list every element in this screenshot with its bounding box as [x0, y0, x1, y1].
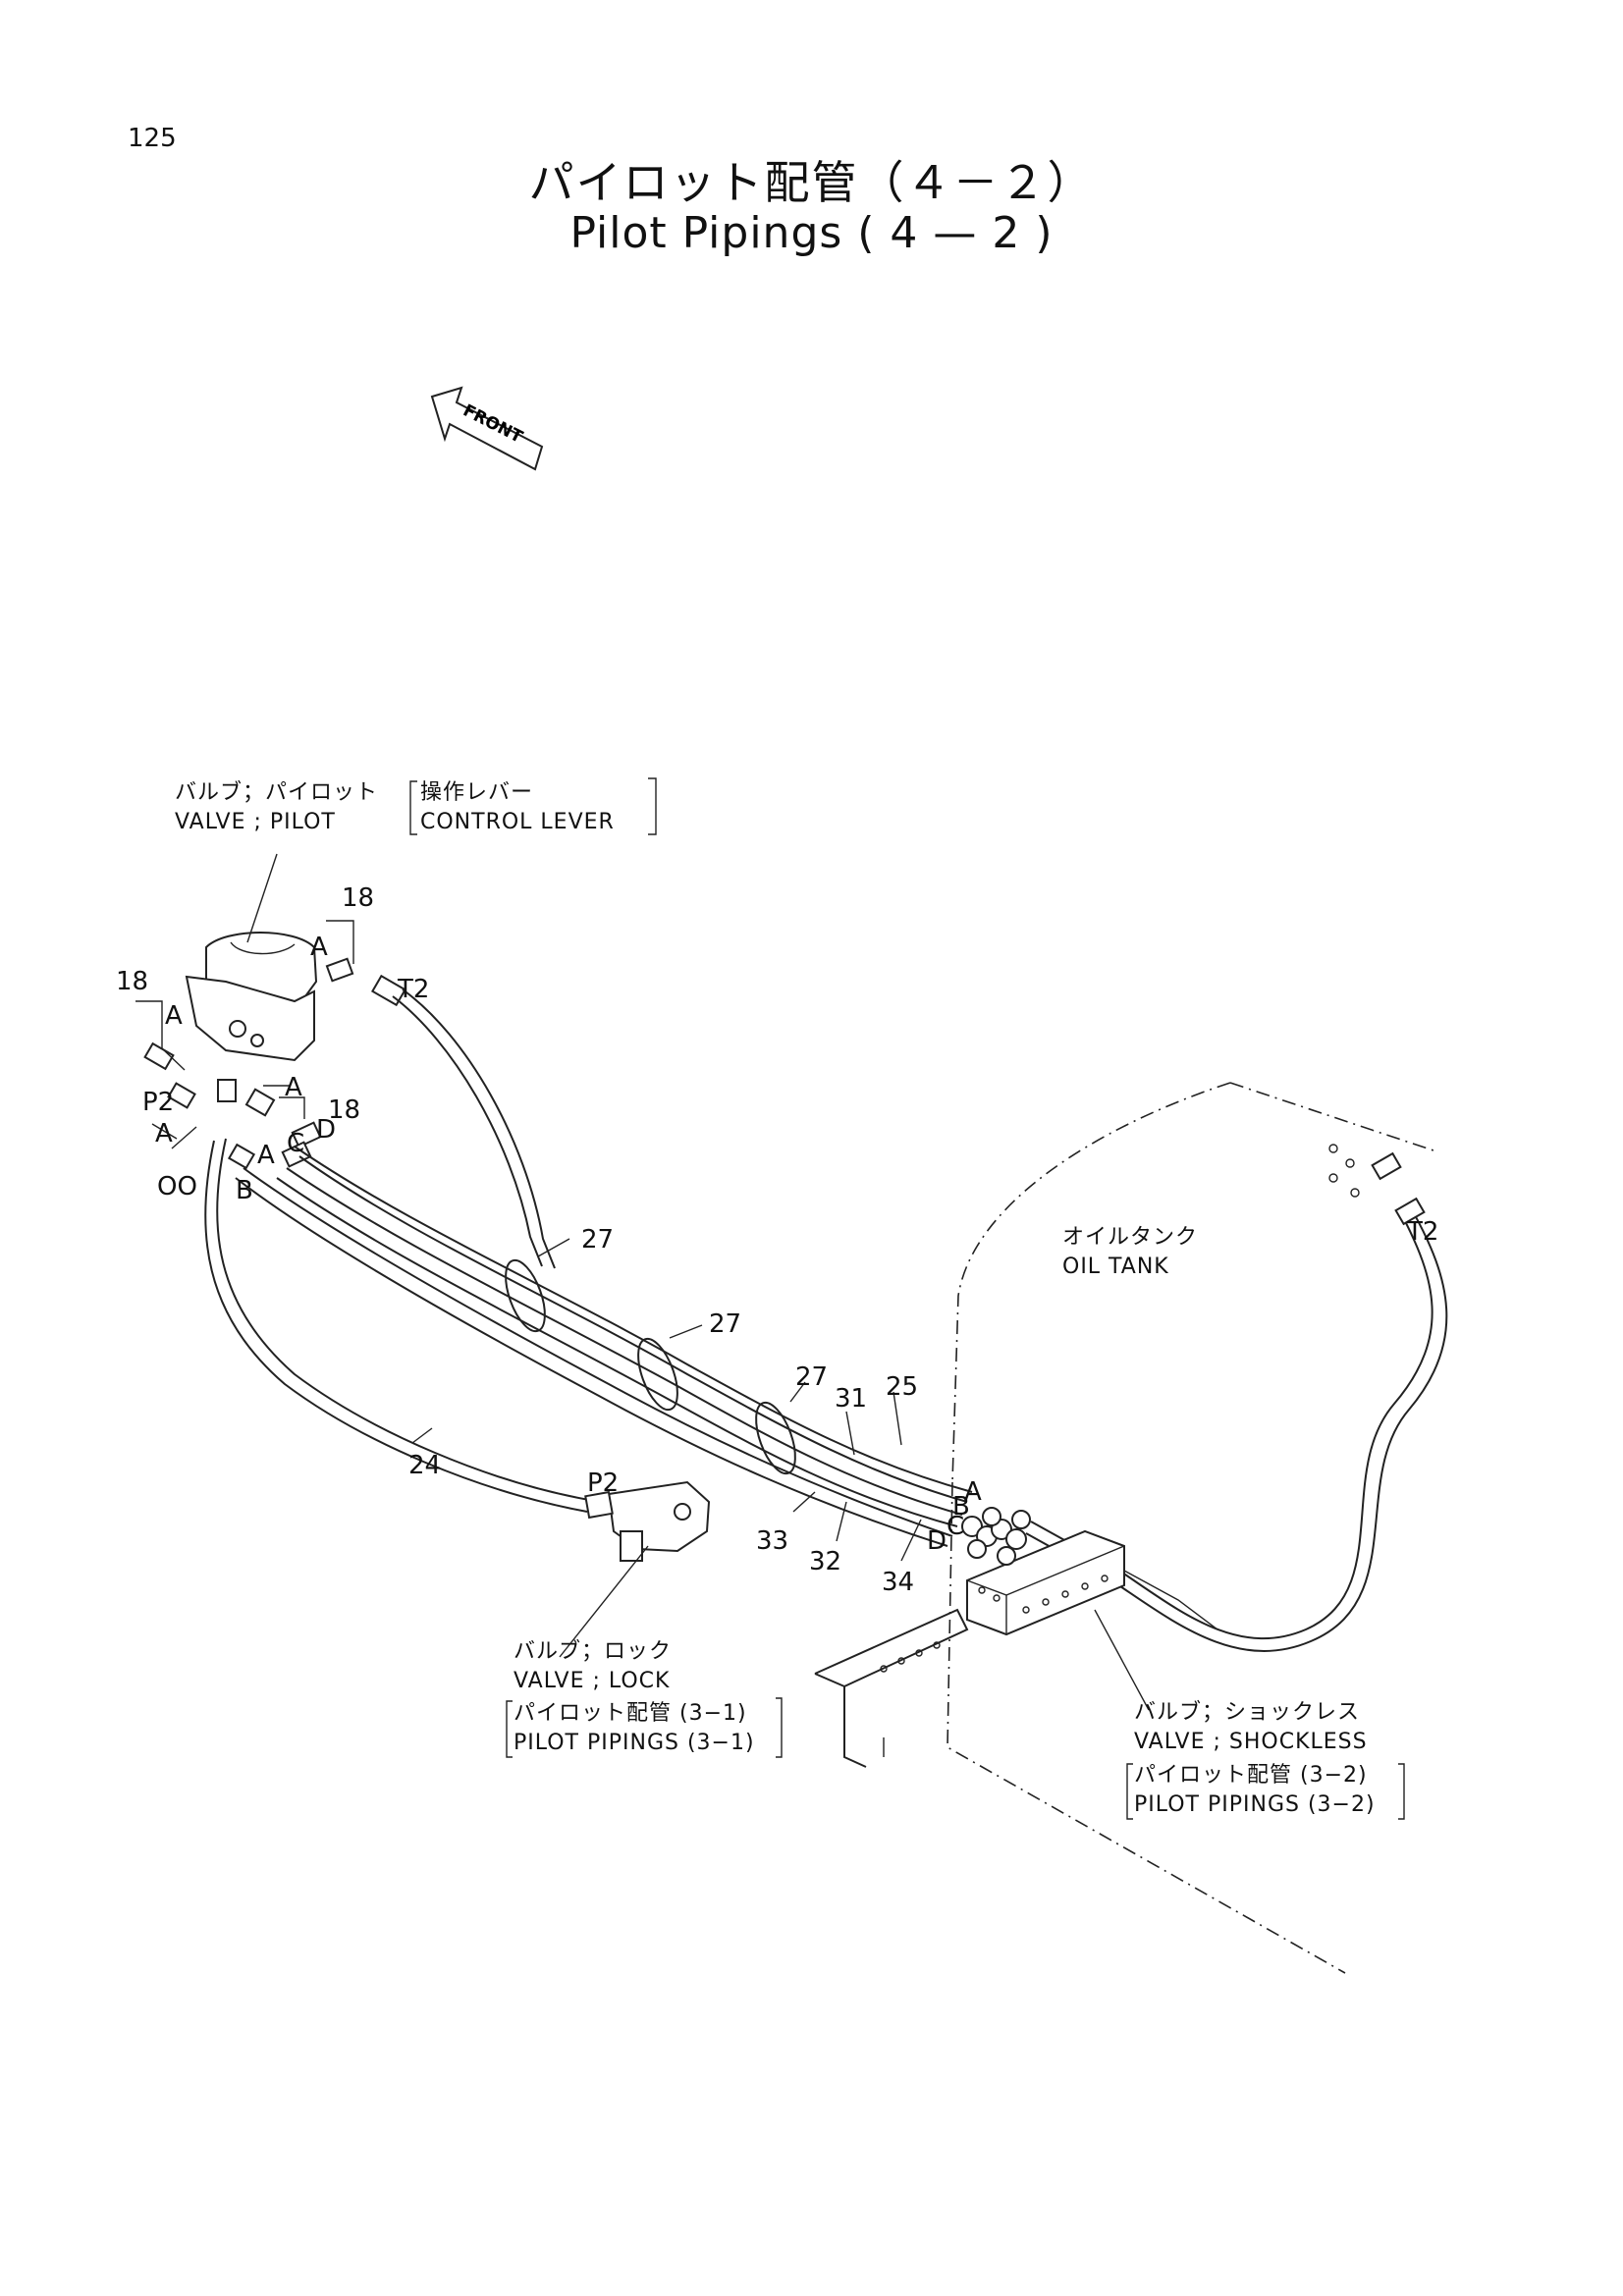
block-fittings [961, 1507, 1031, 1566]
callout-18: 18 [116, 967, 149, 996]
mounting-bracket [814, 1608, 969, 1768]
control-lever-label-jp: 操作レバー [420, 780, 534, 805]
callout-18: 18 [328, 1095, 361, 1125]
callout-d: D [927, 1526, 947, 1556]
callout-a: A [964, 1477, 982, 1507]
hose-bundle [235, 988, 973, 1547]
callout-24: 24 [408, 1451, 442, 1480]
callout-33: 33 [756, 1526, 789, 1556]
valve-lock-label-en: VALVE ; LOCK [514, 1669, 671, 1693]
callout-a: A [155, 1119, 173, 1148]
oil-tank-label-en: OIL TANK [1062, 1255, 1169, 1279]
pilot-valve-body [185, 932, 318, 1062]
callout-oo: OO [157, 1172, 197, 1201]
page-title-english: Pilot Pipings ( 4 — 2 ) [569, 208, 1054, 258]
hose-t2-tank [1025, 1212, 1448, 1652]
hose-24 [204, 1138, 590, 1513]
callout-t2: T2 [1407, 1217, 1439, 1247]
part-number-leaders [792, 1391, 922, 1562]
callout-25: 25 [886, 1372, 919, 1402]
callout-27: 27 [581, 1225, 615, 1255]
callout-32: 32 [809, 1547, 842, 1576]
callout-brackets [135, 920, 354, 1149]
pilot-pipings-3-1-label-jp: パイロット配管 (3−1) [514, 1701, 747, 1726]
callout-27: 27 [795, 1362, 829, 1392]
callout-c: C [287, 1129, 305, 1158]
callout-b: B [952, 1492, 970, 1522]
pilot-valve-fittings [143, 957, 406, 1170]
callout-27: 27 [709, 1309, 742, 1339]
callout-b: B [236, 1176, 253, 1205]
control-lever-label-en: CONTROL LEVER [420, 810, 615, 834]
callout-p2: P2 [587, 1468, 620, 1498]
callout-34: 34 [882, 1568, 915, 1597]
valve-lock-label-jp: バルブ；ロック [514, 1639, 673, 1664]
tank-fittings [1328, 1144, 1426, 1226]
valve-pilot-label-en: VALVE ; PILOT [175, 810, 336, 834]
hose-clamps [505, 1238, 806, 1475]
callout-a: A [310, 933, 328, 962]
valve-shockless-label-jp: バルブ；ショックレス [1134, 1700, 1361, 1725]
shockless-valve-block [966, 1529, 1150, 1711]
callout-a: A [257, 1141, 275, 1170]
callout-a: A [285, 1073, 302, 1102]
callout-d: D [316, 1115, 337, 1145]
callout-t2: T2 [398, 975, 430, 1004]
valve-shockless-label-en: VALVE ; SHOCKLESS [1134, 1730, 1368, 1754]
page-number: 125 [128, 124, 177, 153]
callout-c: C [947, 1512, 965, 1541]
callout-p2: P2 [142, 1088, 175, 1117]
callout-18: 18 [342, 883, 375, 913]
oil-tank-label-jp: オイルタンク [1062, 1225, 1199, 1250]
pilot-pipings-3-2-label-en: PILOT PIPINGS (3−2) [1134, 1792, 1376, 1817]
lock-valve-body [559, 1480, 711, 1658]
valve-pilot-label-jp: バルブ；パイロット [175, 780, 379, 805]
callout-a: A [165, 1001, 183, 1031]
oil-tank-outline [947, 1082, 1434, 1974]
page-title-japanese: パイロット配管（４－２） [528, 156, 1095, 209]
callout-31: 31 [835, 1384, 868, 1414]
pilot-pipings-3-1-label-en: PILOT PIPINGS (3−1) [514, 1731, 755, 1755]
pilot-pipings-3-2-label-jp: パイロット配管 (3−2) [1134, 1763, 1368, 1788]
